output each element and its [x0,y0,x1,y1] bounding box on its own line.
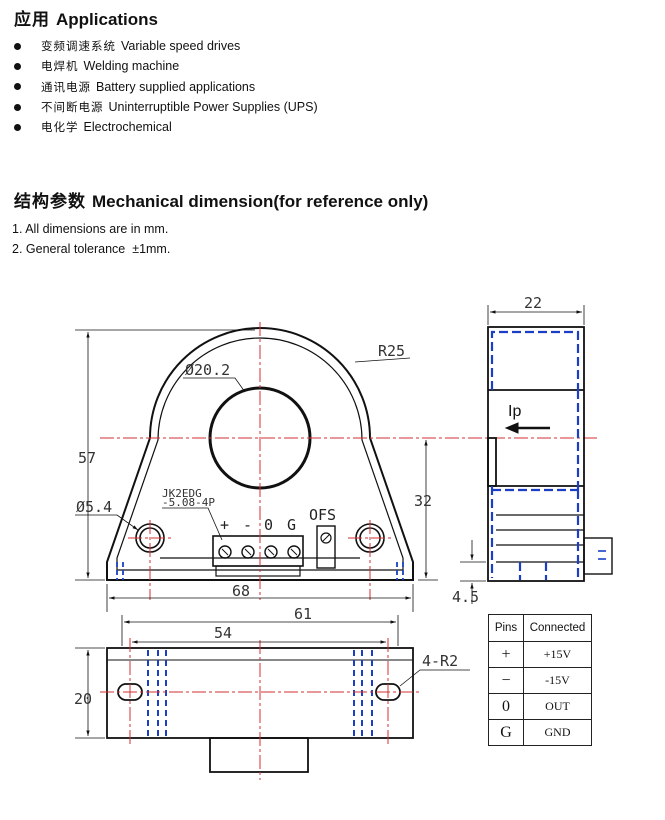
dimension-notes: 1. All dimensions are in mm. 2. General … [12,219,170,259]
mechanical-heading-cn: 结构参数 [14,192,86,212]
item-en: Electrochemical [83,120,172,135]
list-item: 变频调速系统 Variable speed drives [14,36,318,56]
connector-spec: -5.08-4P [162,496,215,509]
table-row: + +15V [488,641,592,668]
current-label: Ip [508,403,521,420]
dim-bottom-54: 54 [214,624,232,642]
front-hidden-lines [116,562,404,580]
side-current-arrow [504,422,550,434]
pin-label-zero: 0 [264,516,273,534]
applications-list: 变频调速系统 Variable speed drives 电焊机 Welding m… [14,36,318,137]
connected-cell: GND [523,719,592,746]
dim-side-4-5: 4.5 [452,588,479,606]
list-item: 不间断电源 Uninterruptible Power Supplies (UPS… [14,97,318,117]
dim-hole-dia: Ø5.4 [76,498,112,516]
connector-model: JK2EDG [162,487,202,500]
item-cn: 通讯电源 [41,79,91,94]
applications-heading-en: Applications [56,10,159,29]
bullet-icon [14,83,21,91]
bullet-icon [14,42,21,50]
dim-slot-radius: 4-R2 [422,652,458,670]
side-dimension-lines [460,305,585,604]
list-item: 电焊机 Welding machine [14,56,318,76]
dim-height-57: 57 [78,449,96,467]
pin-cell: − [488,667,524,694]
dim-center-32: 32 [414,492,432,510]
pin-cell: G [488,719,524,746]
pin-cell: + [488,641,524,668]
bullet-icon [14,62,21,70]
note-tolerance: 2. General tolerance ±1mm. [12,242,171,256]
connected-cell: OUT [523,693,592,720]
connected-cell: -15V [523,667,592,694]
mechanical-heading-en: Mechanical dimension(for reference only) [92,192,429,211]
item-cn: 变频调速系统 [41,39,116,54]
mechanical-heading: 结构参数 Mechanical dimension(for reference o… [14,187,428,212]
note-units: 1. All dimensions are in mm. [12,222,169,236]
dim-side-22: 22 [524,294,542,312]
item-cn: 电化学 [41,120,79,135]
list-item: 电化学 Electrochemical [14,117,318,137]
table-row: − -15V [488,667,592,694]
pin-label-minus: - [243,516,252,534]
item-en: Battery supplied applications [96,79,256,94]
applications-heading-cn: 应用 [14,10,50,30]
item-en: Welding machine [83,59,180,74]
pin-label-g: G [287,516,296,534]
dim-bottom-20: 20 [74,690,92,708]
front-center-lines [100,322,600,600]
dim-bottom-61: 61 [294,605,312,623]
front-dimension-lines [75,329,438,612]
item-cn: 不间断电源 [41,100,104,115]
item-cn: 电焊机 [41,59,79,74]
table-row: 0 OUT [488,693,592,720]
item-en: Variable speed drives [121,39,241,54]
dim-base-68: 68 [232,582,250,600]
pin-cell: 0 [488,693,524,720]
dim-outer-radius: R25 [378,342,405,360]
table-row: G GND [488,719,592,746]
table-header-row: Pins Connected [488,614,592,642]
header-connected: Connected [523,614,592,642]
header-pins: Pins [488,614,524,642]
bottom-hidden-lines [147,650,373,736]
dim-inner-dia: Ø20.2 [185,361,230,379]
bullet-icon [14,123,21,131]
ofs-label: OFS [309,506,336,524]
connected-cell: +15V [523,641,592,668]
bottom-center-lines [100,638,420,780]
pins-table: Pins Connected + +15V − -15V 0 OUT G GND [488,614,592,746]
bottom-dimension-lines [75,615,470,739]
applications-heading: 应用 Applications [14,5,158,30]
item-en: Uninterruptible Power Supplies (UPS) [108,100,318,115]
pin-label-plus: + [220,516,229,534]
side-hidden-lines [490,330,580,580]
bullet-icon [14,103,21,111]
side-view [487,326,613,582]
list-item: 通讯电源 Battery supplied applications [14,77,318,97]
